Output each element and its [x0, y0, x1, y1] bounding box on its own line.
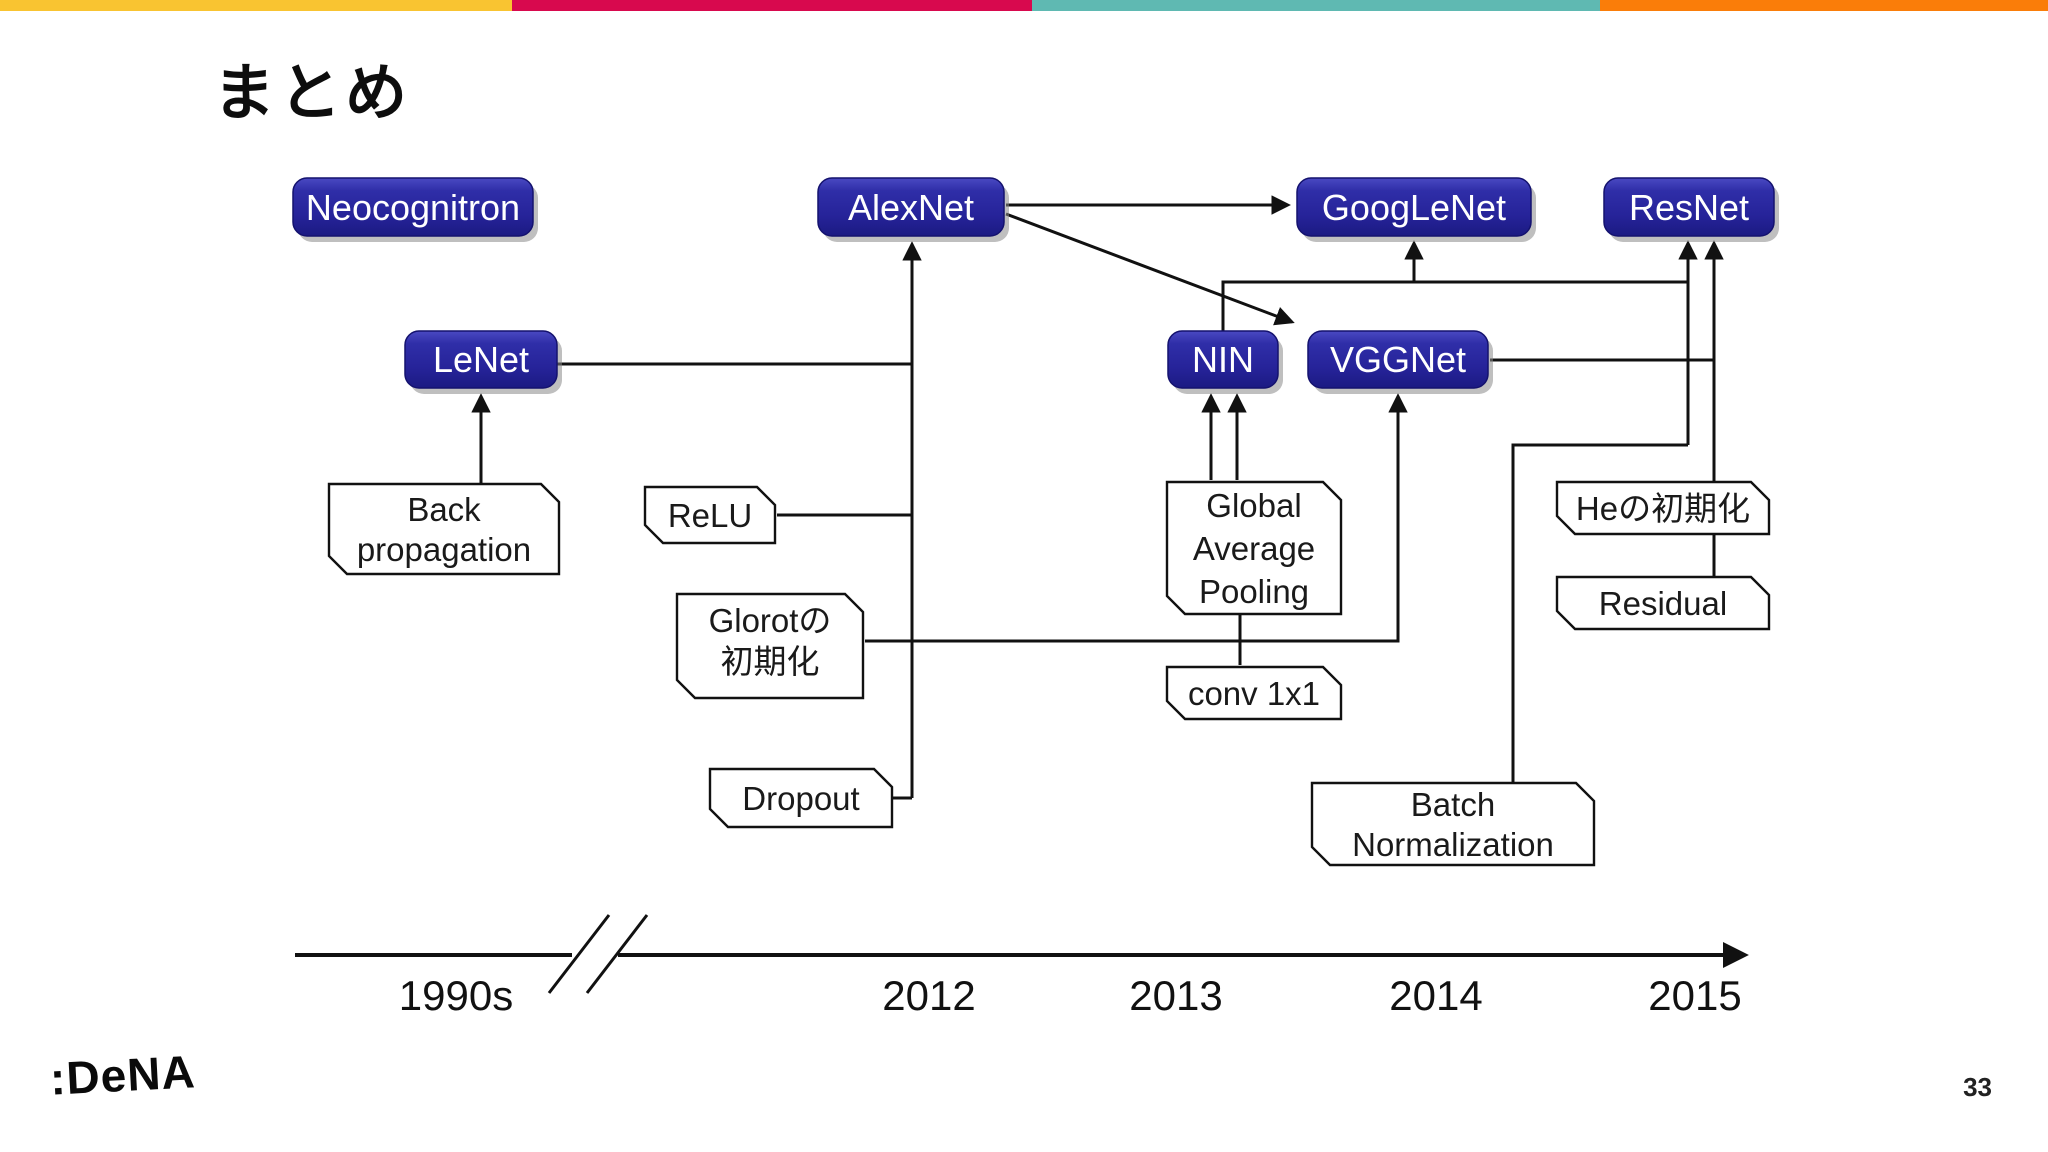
node-resnet: ResNet [1603, 177, 1779, 242]
node-googlenet: GoogLeNet [1296, 177, 1536, 242]
tag-label: 初期化 [721, 643, 820, 680]
tag-global-average-pooling: Global Average Pooling [1165, 480, 1343, 616]
node-label: Neocognitron [306, 187, 520, 228]
tag-label: conv 1x1 [1188, 675, 1320, 712]
timeline-break-icon [547, 914, 649, 994]
tag-relu: ReLU [643, 485, 777, 545]
edge-glorot-vggnet [865, 393, 1408, 643]
tag-label: Dropout [742, 780, 859, 817]
year-label-2012: 2012 [882, 972, 975, 1019]
tag-back-propagation: Back propagation [327, 482, 561, 576]
tag-label: Residual [1599, 585, 1727, 622]
tag-dropout-shape [708, 767, 894, 829]
tag-label: Average [1193, 530, 1315, 567]
node-box [1296, 177, 1532, 237]
stripe-segment-crimson [512, 0, 1032, 11]
node-label: NIN [1192, 339, 1254, 380]
year-label-2014: 2014 [1389, 972, 1482, 1019]
node-box [1167, 330, 1279, 389]
top-stripe [0, 0, 2048, 11]
node-label: GoogLeNet [1322, 187, 1506, 228]
tag-dropout: Dropout [708, 767, 894, 829]
edge-batchnorm-elbow [1511, 443, 1688, 783]
node-box [1307, 330, 1489, 389]
network-nodes: Neocognitron AlexNet GoogLeNet ResNet Le… [292, 177, 1779, 394]
tag-back-propagation-shape [327, 482, 561, 576]
tag-label: Normalization [1352, 826, 1554, 863]
node-box [817, 177, 1005, 237]
timeline: 1990s 2012 2013 2014 2015 [295, 914, 1749, 1019]
year-label-1990s: 1990s [399, 972, 513, 1019]
tag-relu-shape [643, 485, 777, 545]
tag-glorot-shape [675, 592, 865, 700]
node-vggnet: VGGNet [1307, 330, 1493, 394]
tag-label: ReLU [668, 497, 752, 534]
tag-residual-shape [1555, 575, 1771, 631]
node-box [292, 177, 534, 237]
stripe-segment-yellow [0, 0, 512, 11]
tag-label: Back [407, 491, 481, 528]
tag-conv-1x1-shape [1165, 665, 1343, 721]
node-box [404, 330, 558, 389]
node-label: VGGNet [1330, 339, 1466, 380]
tag-global-average-pooling-shape [1165, 480, 1343, 616]
tag-label: propagation [357, 531, 531, 568]
node-lenet: LeNet [404, 330, 562, 394]
year-label-2013: 2013 [1129, 972, 1222, 1019]
stripe-segment-orange [1600, 0, 2048, 11]
edge-alexnet-vggnet [1005, 212, 1295, 326]
stripe-segment-teal [1032, 0, 1600, 11]
tag-label: Pooling [1199, 573, 1309, 610]
tag-batch-normalization: Batch Normalization [1310, 781, 1596, 867]
tag-label: Batch [1411, 786, 1495, 823]
tag-glorot: Glorotの 初期化 [675, 592, 865, 700]
tag-label: Global [1206, 487, 1301, 524]
tag-label: Glorotの [709, 602, 832, 639]
tag-residual: Residual [1555, 575, 1771, 631]
node-neocognitron: Neocognitron [292, 177, 538, 242]
page-number: 33 [1963, 1072, 1992, 1102]
tag-he-init-shape [1555, 480, 1771, 536]
tag-label: Heの初期化 [1576, 490, 1750, 527]
node-label: ResNet [1629, 187, 1749, 228]
node-alexnet: AlexNet [817, 177, 1009, 242]
node-label: LeNet [433, 339, 529, 380]
slide-title: まとめ [213, 59, 412, 128]
dena-logo: :DeNA [48, 1045, 197, 1105]
tag-he-init: Heの初期化 [1555, 480, 1771, 536]
node-box [1603, 177, 1775, 237]
node-nin: NIN [1167, 330, 1283, 394]
technique-tags: Back propagation ReLU Glorotの 初期化 Dropou… [327, 480, 1771, 867]
edge-nin-riser [1221, 280, 1688, 331]
node-label: AlexNet [848, 187, 974, 228]
tag-conv-1x1: conv 1x1 [1165, 665, 1343, 721]
tag-batch-normalization-shape [1310, 781, 1596, 867]
year-label-2015: 2015 [1648, 972, 1741, 1019]
